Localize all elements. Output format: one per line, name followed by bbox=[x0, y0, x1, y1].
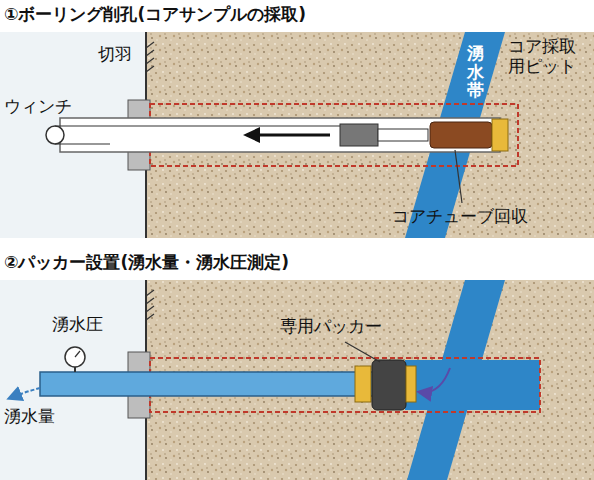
face-hatch bbox=[146, 42, 154, 72]
winch-wire bbox=[55, 125, 350, 126]
part-label: ウィンチ bbox=[4, 96, 72, 117]
inflow-arrow bbox=[420, 368, 450, 392]
latch bbox=[378, 129, 428, 141]
overshot bbox=[340, 124, 378, 146]
borehole-water bbox=[405, 360, 540, 410]
gauge-needle bbox=[75, 351, 80, 357]
pull-arrow-head bbox=[243, 127, 260, 143]
outflow-arrow bbox=[10, 388, 40, 398]
part-label: コア採取用ピット bbox=[508, 36, 578, 77]
face-hatch bbox=[146, 290, 154, 320]
ground bbox=[0, 32, 594, 238]
winch-drum bbox=[46, 126, 64, 144]
pressure-gauge bbox=[65, 347, 85, 367]
winch-wire bbox=[55, 143, 110, 144]
leader-line bbox=[455, 150, 462, 203]
drill-rod bbox=[60, 118, 500, 152]
core-bit bbox=[492, 119, 508, 151]
ground bbox=[0, 280, 594, 480]
water-pipe bbox=[40, 372, 375, 396]
part-label: 切羽 bbox=[98, 44, 132, 65]
pull-arrow bbox=[255, 134, 330, 137]
part-label: 専用パッカー bbox=[280, 316, 382, 337]
panel-heading: ②パッカー設置(湧水量・湧水圧測定) bbox=[4, 252, 289, 273]
part-label: 湧水量 bbox=[4, 406, 55, 427]
part-label: 湧水圧 bbox=[52, 314, 103, 335]
collar bbox=[355, 366, 371, 402]
leader-line bbox=[345, 342, 380, 362]
packer bbox=[372, 360, 406, 410]
part-label: コアチューブ回収 bbox=[392, 206, 528, 227]
core-sample bbox=[430, 122, 492, 148]
zone-label: 湧水帯 bbox=[467, 44, 484, 100]
panel-heading: ①ボーリング削孔(コアサンプルの採取) bbox=[4, 4, 306, 25]
collar bbox=[406, 366, 416, 402]
